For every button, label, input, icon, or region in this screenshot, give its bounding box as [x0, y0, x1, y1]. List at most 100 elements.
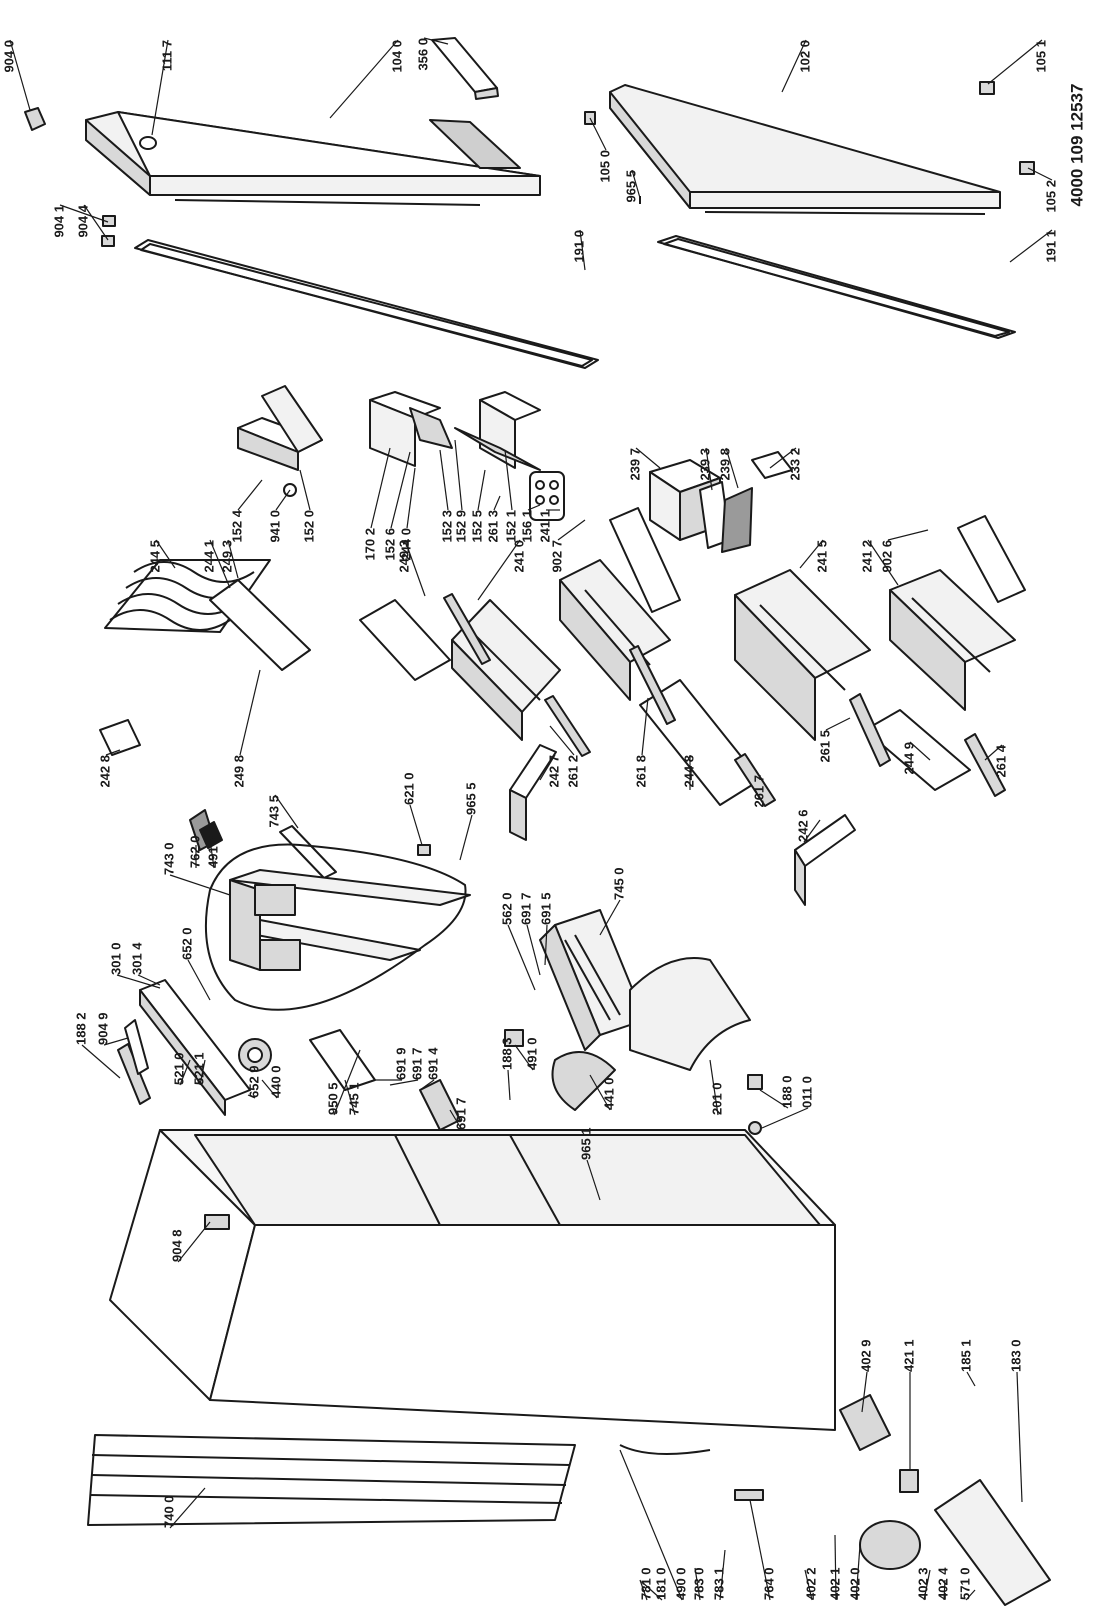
part-label: 743 0	[161, 842, 176, 875]
leader-line	[261, 1079, 278, 1099]
part-label: 105 1	[1033, 40, 1048, 73]
leader-lines	[9, 37, 1053, 1601]
leader-line	[804, 1569, 813, 1601]
leader-line	[799, 539, 824, 569]
part-label: 764 0	[761, 1567, 776, 1600]
ice-box-239-7	[649, 451, 793, 553]
leader-line	[227, 539, 239, 579]
part-label: 783 1	[711, 1567, 726, 1600]
part-label: 421 1	[901, 1339, 916, 1372]
glass-shelf-244-9	[864, 709, 971, 791]
leader-line	[187, 959, 211, 1001]
part-label: 249 3	[219, 540, 234, 573]
leader-line	[635, 447, 661, 469]
part-label: 621 0	[401, 772, 416, 805]
part-label: 185 1	[958, 1339, 973, 1372]
control-panel-301-0	[139, 979, 251, 1116]
part-label: 904 8	[169, 1229, 184, 1262]
hinge-parts-105	[584, 81, 1035, 204]
part-label: 743 5	[266, 795, 281, 828]
part-label: 191 0	[571, 230, 586, 263]
part-label: 965 5	[463, 782, 478, 815]
leader-line	[477, 469, 486, 511]
leader-line	[943, 1579, 946, 1601]
leader-line	[631, 169, 641, 199]
cabinet-body	[109, 1129, 836, 1431]
leader-line	[586, 1159, 601, 1201]
drawer-241-5	[734, 569, 871, 741]
part-label: 902 7	[549, 540, 564, 573]
leader-line	[514, 1044, 534, 1071]
tray-201-0	[629, 957, 751, 1071]
leader-line	[527, 504, 541, 511]
rails-261	[443, 593, 1006, 807]
leader-line	[247, 1094, 256, 1099]
part-label: 491 2	[205, 835, 220, 868]
part-label: 188 0	[779, 1075, 794, 1108]
leader-line	[493, 495, 501, 511]
part-label: 652 9	[246, 1065, 261, 1098]
leader-line	[116, 974, 161, 989]
glass-shelf-244-0	[359, 599, 451, 681]
fan-441-0	[551, 1051, 616, 1111]
cover-356-0	[431, 37, 499, 100]
leader-line	[454, 439, 463, 511]
evaporator-cover-745-0	[539, 909, 646, 1051]
part-label: 441 0	[601, 1077, 616, 1110]
leader-line	[619, 1449, 683, 1601]
part-label: 521 0	[171, 1052, 186, 1085]
part-label: 904 4	[75, 204, 90, 237]
part-label: 762 0	[187, 835, 202, 868]
part-label: 241 2	[859, 540, 874, 573]
leader-line	[209, 839, 215, 869]
leader-line	[390, 451, 411, 529]
drawer-241-1	[559, 559, 671, 701]
leader-line	[459, 814, 473, 861]
leader-line	[725, 447, 739, 489]
part-label: 402 9	[858, 1339, 873, 1372]
leader-line	[329, 39, 399, 119]
leader-line	[179, 1059, 191, 1086]
part-label: 490 0	[673, 1567, 688, 1600]
part-label: 244 5	[147, 540, 162, 573]
part-label: 152 5	[469, 510, 484, 543]
relay-421-1	[899, 1469, 919, 1493]
leader-line	[151, 39, 169, 136]
bottle-shelf-242-7	[509, 744, 557, 841]
part-label: 745 1	[346, 1082, 361, 1115]
part-label: 104 0	[389, 40, 404, 73]
leader-line	[769, 447, 797, 469]
part-label: 691 4	[425, 1047, 440, 1080]
fridge-door-104-0	[85, 111, 541, 206]
leader-line	[855, 1544, 861, 1601]
freezer-door-102-0	[609, 84, 1001, 215]
leader-line	[1016, 1371, 1023, 1503]
leader-line	[549, 725, 575, 756]
part-label: 402 3	[915, 1567, 930, 1600]
part-label: 965 5	[623, 170, 638, 203]
leader-line	[694, 1567, 701, 1601]
part-label: 239 3	[697, 448, 712, 481]
part-label: 244 9	[901, 742, 916, 775]
leader-line	[404, 539, 426, 597]
leader-line	[406, 467, 416, 529]
leader-line	[526, 924, 541, 976]
leader-line	[103, 1037, 129, 1046]
part-label: 011 0	[799, 1076, 814, 1108]
part-904-0	[24, 107, 46, 131]
leader-line	[1027, 167, 1053, 181]
part-label: 965 1	[578, 1127, 593, 1160]
part-label: 902 6	[879, 540, 894, 573]
part-label: 152 1	[503, 510, 518, 543]
condenser-740-0	[87, 1434, 576, 1526]
leader-line	[887, 529, 929, 541]
leader-line	[781, 39, 807, 93]
leader-line	[539, 754, 556, 781]
leader-line	[579, 229, 586, 271]
document-number-layer: 4000 109 12537	[1067, 84, 1086, 207]
part-label: 241 5	[814, 540, 829, 573]
part-label: 201 0	[709, 1082, 724, 1115]
cover-743-5	[279, 825, 337, 879]
